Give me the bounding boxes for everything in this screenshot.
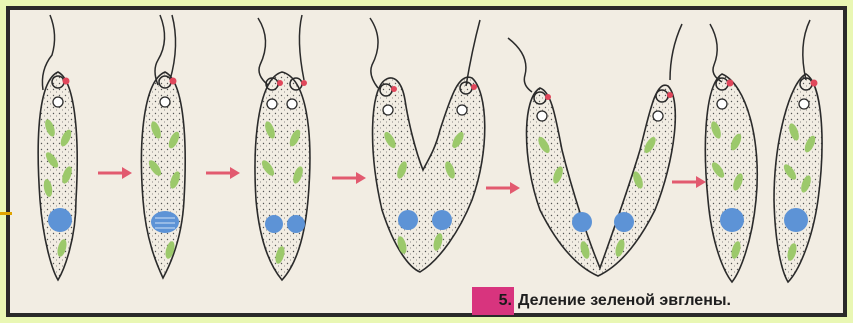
stage-2-cell — [141, 15, 185, 278]
stage-4-cell — [370, 18, 485, 272]
caption-text: Деление зеленой эвглены. — [518, 292, 731, 310]
stage-6-cell-left — [705, 24, 757, 282]
arrow-3 — [332, 172, 366, 184]
nucleus — [48, 208, 72, 232]
stage-5-cell — [508, 24, 682, 276]
contractile-vacuole — [53, 97, 63, 107]
arrow-5 — [672, 176, 706, 188]
eyespot — [63, 78, 70, 85]
stage-6-cell-right — [774, 20, 822, 282]
euglena-division-diagram — [10, 10, 843, 313]
arrow-4 — [486, 182, 520, 194]
caption-number-badge: 5. — [472, 287, 514, 315]
arrow-2 — [206, 167, 240, 179]
stage-3-cell — [255, 15, 310, 280]
arrow-1 — [98, 167, 132, 179]
figure-caption: 5. Деление зеленой эвглены. — [472, 286, 731, 316]
stage-1-cell — [38, 15, 77, 280]
